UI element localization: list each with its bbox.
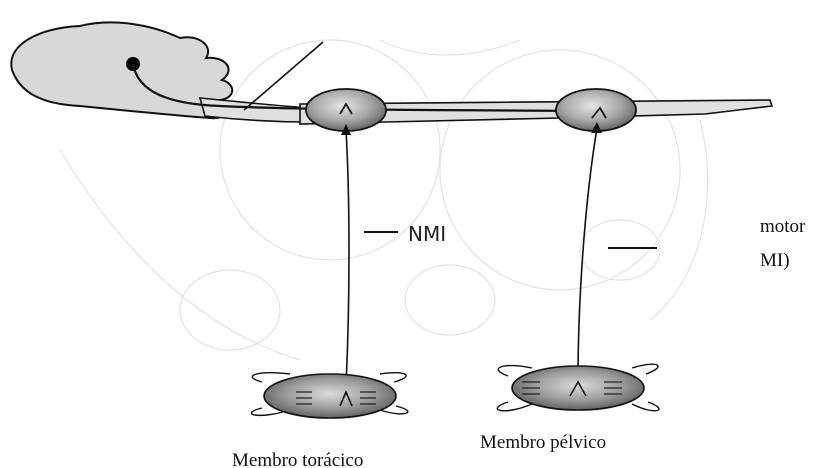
thoracic-lower-motor-neuron-axon — [345, 129, 350, 387]
faint-background-sketch — [59, 39, 709, 361]
nmi-label: NMI — [408, 222, 446, 246]
pelvic-limb-label: Membro pélvico — [480, 432, 606, 453]
pointer-line — [243, 41, 324, 111]
nmi-label-fragment: MI) — [760, 250, 790, 271]
thoracic-neuron-body-icon — [339, 102, 353, 115]
pelvic-lower-motor-neuron-axon — [577, 127, 598, 381]
thoracic-muscle — [250, 372, 409, 419]
pelvic-arrowhead — [591, 122, 602, 133]
motor-label-fragment: motor — [760, 216, 806, 237]
spinal-cord — [299, 99, 774, 125]
pelvic-muscle — [496, 363, 660, 412]
thoracic-limb-label: Membro torácico — [232, 450, 363, 468]
brain-outline — [10, 21, 234, 120]
thoracic-arrowhead — [341, 124, 351, 135]
upper-motor-neuron-axon — [131, 63, 596, 113]
pelvic-neuron-body-icon — [591, 106, 607, 119]
